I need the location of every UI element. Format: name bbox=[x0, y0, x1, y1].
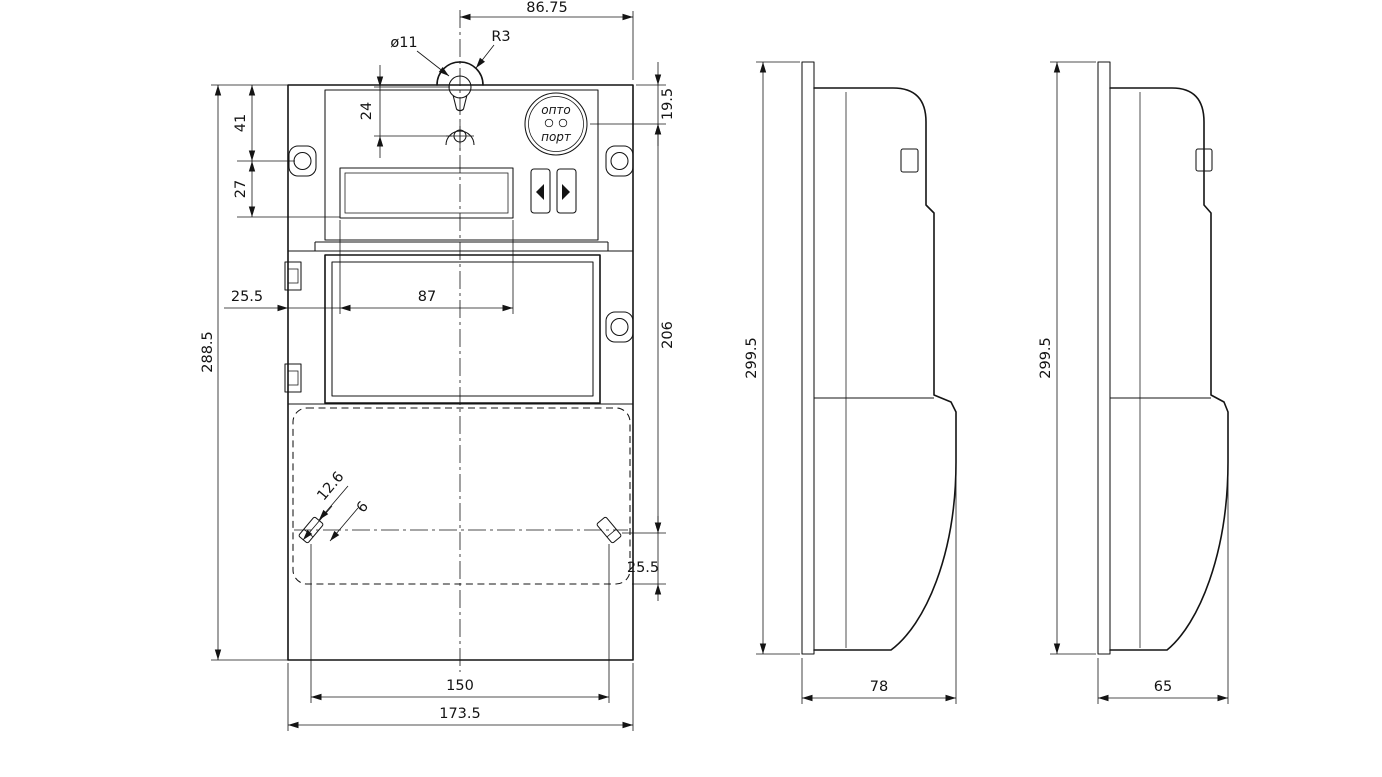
dim-total-height-label: 288.5 bbox=[200, 331, 216, 373]
dim-screw-to-bottom-label: 25.5 bbox=[627, 560, 659, 576]
ear-mid-right bbox=[605, 311, 634, 343]
mounting-ears bbox=[288, 145, 634, 343]
sealing-tabs bbox=[284, 261, 302, 393]
opto-port-ring-inner bbox=[528, 96, 584, 152]
dim-screw-len: 12.6 bbox=[302, 469, 349, 541]
faceplate bbox=[324, 89, 599, 241]
dim-mount-offset: 86.75 bbox=[460, 0, 634, 80]
dim-total-width-label: 173.5 bbox=[439, 706, 481, 722]
lcd-window-inner bbox=[344, 172, 509, 214]
seal-tab-lower bbox=[284, 363, 302, 393]
dim-top-to-opto-label: 19.5 bbox=[660, 88, 676, 120]
seal-tab-lower-screw bbox=[287, 370, 299, 386]
scroll-buttons bbox=[530, 168, 577, 214]
dim-side65-height: 299.5 bbox=[1038, 61, 1096, 655]
dim-opto-to-screw: 206 bbox=[622, 124, 676, 534]
dim-screw-dia: 6 bbox=[329, 499, 372, 542]
dim-side78-height-label: 299.5 bbox=[744, 337, 760, 379]
seal-tab-upper-screw bbox=[287, 268, 299, 284]
side-profile-78 bbox=[813, 87, 957, 651]
dim-side65-depth-label: 65 bbox=[1154, 679, 1172, 695]
dim-screw-span: 150 bbox=[310, 544, 610, 703]
dim-top-to-opto: 19.5 bbox=[590, 62, 676, 146]
dim-side65-depth: 65 bbox=[1097, 466, 1229, 704]
cover-screw-right-body bbox=[596, 516, 622, 544]
dim-side78-depth: 78 bbox=[801, 466, 957, 704]
ear-top-right bbox=[605, 145, 634, 177]
opto-port-label-2: порт bbox=[541, 130, 572, 144]
seal-tab-upper bbox=[284, 261, 302, 291]
side-view-78: 299.5 78 bbox=[744, 61, 957, 704]
dim-hole-dia-label: ø11 bbox=[390, 35, 417, 51]
cover-screw-right bbox=[596, 516, 622, 544]
dim-side78-height: 299.5 bbox=[744, 61, 800, 655]
dim-mount-offset-label: 86.75 bbox=[526, 0, 568, 16]
side-seal-screw-78 bbox=[900, 148, 919, 173]
keyhole-slot bbox=[452, 95, 468, 112]
ear-top-right-hole bbox=[610, 151, 629, 171]
ear-top-left-hole bbox=[293, 151, 312, 171]
dim-ear-to-window-label: 27 bbox=[233, 180, 249, 198]
dim-slot-radius-label: R3 bbox=[491, 29, 510, 45]
dim-slot-radius: R3 bbox=[475, 29, 511, 69]
dim-screw-to-bottom: 25.5 bbox=[627, 516, 666, 601]
arrow-right-icon bbox=[562, 184, 570, 200]
side-seal-screw-65 bbox=[1195, 148, 1213, 172]
front-dimensions: 86.75 R3 ø11 24 41 27 bbox=[200, 0, 676, 731]
lcd-window bbox=[339, 167, 514, 219]
dim-opto-to-screw-label: 206 bbox=[660, 321, 676, 349]
dim-total-width: 173.5 bbox=[287, 663, 634, 731]
dim-top-to-ear-label: 41 bbox=[233, 114, 249, 132]
cover-screw-right-slot bbox=[606, 528, 617, 538]
side-profile-65 bbox=[1109, 87, 1229, 651]
opto-led-left bbox=[544, 118, 554, 128]
dim-hole-gap: 24 bbox=[359, 65, 452, 158]
button-left bbox=[530, 168, 551, 214]
dim-hole-dia: ø11 bbox=[390, 35, 450, 77]
dim-screw-len-label: 12.6 bbox=[314, 469, 347, 504]
button-right bbox=[556, 168, 577, 214]
dim-window-width-label: 87 bbox=[418, 289, 436, 305]
dim-ear-to-window: 27 bbox=[233, 161, 340, 218]
dim-total-height: 288.5 bbox=[200, 84, 288, 661]
back-plate-78 bbox=[801, 61, 815, 655]
opto-port: опто порт bbox=[524, 92, 588, 156]
dim-edge-to-window-label: 25.5 bbox=[231, 289, 263, 305]
back-plate-65 bbox=[1097, 61, 1111, 655]
terminal-cover-dashed bbox=[292, 407, 631, 585]
dim-window-width: 25.5 87 bbox=[224, 220, 514, 314]
opto-port-ring-outer bbox=[524, 92, 588, 156]
front-view: опто порт bbox=[284, 10, 634, 672]
opto-led-right bbox=[558, 118, 568, 128]
arrow-left-icon bbox=[536, 184, 544, 200]
nameplate-panel bbox=[324, 254, 601, 404]
dim-screw-span-label: 150 bbox=[446, 678, 474, 694]
dim-top-to-ear: 41 bbox=[233, 85, 295, 162]
side-view-65: 299.5 65 bbox=[1038, 61, 1229, 704]
opto-port-label-1: опто bbox=[541, 103, 571, 117]
dim-side65-height-label: 299.5 bbox=[1038, 337, 1054, 379]
dim-side78-depth-label: 78 bbox=[870, 679, 888, 695]
dim-screw-dia-label: 6 bbox=[354, 499, 372, 516]
nameplate-panel-inner bbox=[331, 261, 594, 397]
ear-mid-right-hole bbox=[610, 317, 629, 337]
dim-hole-gap-label: 24 bbox=[359, 102, 375, 120]
